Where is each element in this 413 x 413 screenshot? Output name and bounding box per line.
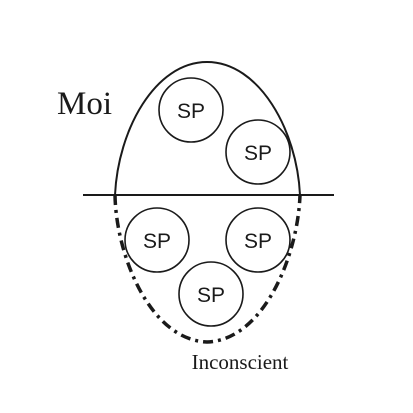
sp-circle-label: SP <box>244 142 272 165</box>
sp-circle: SP <box>225 207 291 273</box>
sp-circle-outline <box>225 207 291 273</box>
sp-circle-outline <box>225 119 291 185</box>
sp-circle-label: SP <box>177 100 205 123</box>
lower-boundary-dashed <box>113 194 302 344</box>
sp-circle-outline <box>178 261 244 327</box>
sp-circle-label: SP <box>143 230 171 253</box>
sp-circle: SP <box>124 207 190 273</box>
sp-circle: SP <box>225 119 291 185</box>
sp-circle-outline <box>124 207 190 273</box>
label-moi: Moi <box>57 86 112 122</box>
label-inconscient: Inconscient <box>192 350 289 374</box>
sp-circle: SP <box>158 77 224 143</box>
sp-circle-outline <box>158 77 224 143</box>
sp-circle: SP <box>178 261 244 327</box>
sp-circle-label: SP <box>197 284 225 307</box>
sp-circle-label: SP <box>244 230 272 253</box>
upper-boundary-solid <box>114 60 301 196</box>
